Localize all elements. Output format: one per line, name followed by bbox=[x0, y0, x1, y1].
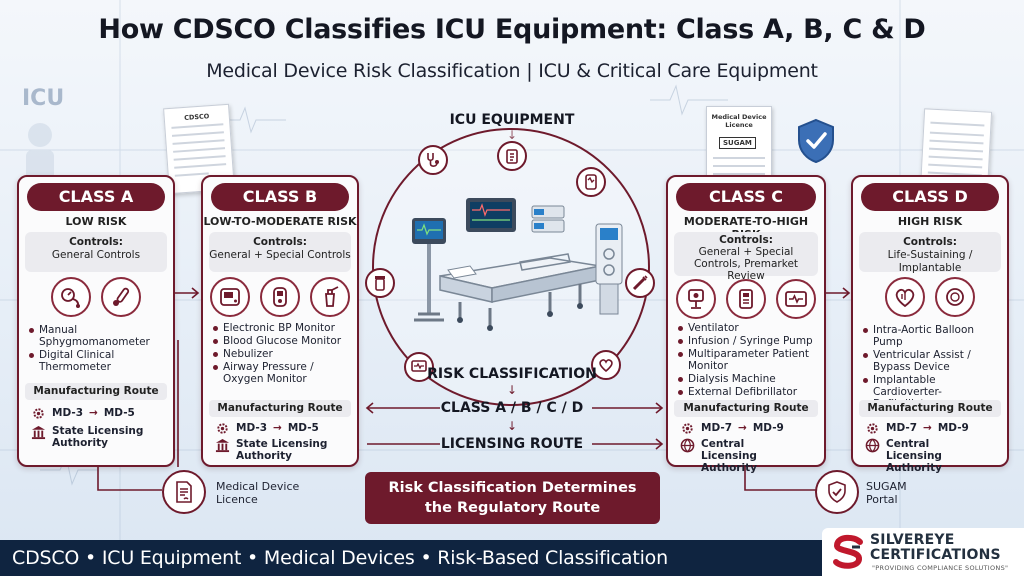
silvereye-logo: SILVEREYE CERTIFICATIONS "PROVIDING COMP… bbox=[822, 528, 1024, 576]
class-a-route-forms: MD-3→MD-5 bbox=[31, 405, 167, 421]
glucose-meter-icon bbox=[260, 277, 300, 317]
down-arrow-icon: ↓ bbox=[506, 383, 518, 397]
list-item: Multiparameter Patient Monitor bbox=[678, 348, 818, 372]
class-b-risk: LOW-TO-MODERATE RISK bbox=[203, 215, 357, 228]
class-d-route-title: Manufacturing Route bbox=[859, 400, 1001, 417]
class-b-icons bbox=[203, 277, 357, 321]
class-a-icons bbox=[19, 277, 173, 321]
patient-monitor-icon bbox=[776, 279, 816, 319]
list-item: Digital Clinical Thermometer bbox=[29, 349, 167, 373]
class-a-items: Manual Sphygmomanometer Digital Clinical… bbox=[29, 324, 167, 374]
list-item: Manual Sphygmomanometer bbox=[29, 324, 167, 348]
gear-icon bbox=[217, 422, 228, 434]
building-icon bbox=[31, 425, 46, 440]
class-a-card: CLASS A LOW RISK Controls:General Contro… bbox=[17, 175, 175, 467]
class-d-icons bbox=[853, 277, 1007, 321]
class-d-header: CLASS D bbox=[861, 183, 999, 211]
class-c-items: Ventilator Infusion / Syringe Pump Multi… bbox=[678, 322, 818, 399]
thermometer-icon bbox=[101, 277, 141, 317]
sugam-label: SUGAM Portal bbox=[866, 480, 907, 506]
infusion-device-icon bbox=[576, 167, 606, 197]
syringe-icon bbox=[625, 268, 655, 298]
infusion-pump-icon bbox=[726, 279, 766, 319]
gear-icon bbox=[682, 422, 693, 434]
list-item: Infusion / Syringe Pump bbox=[678, 335, 818, 347]
pill-bottle-icon bbox=[365, 268, 395, 298]
licence-document: Medical Device Licence SUGAM bbox=[706, 106, 772, 186]
regulatory-route-banner: Risk Classification Determines the Regul… bbox=[365, 472, 660, 524]
class-a-route-title: Manufacturing Route bbox=[25, 383, 167, 400]
down-arrow-icon: ↓ bbox=[506, 419, 518, 433]
licence-label: Medical Device Licence bbox=[216, 480, 300, 506]
ecg-monitor-icon bbox=[404, 352, 434, 382]
bp-monitor-icon bbox=[210, 277, 250, 317]
class-a-authority: State Licensing Authority bbox=[31, 425, 167, 451]
class-b-items: Electronic BP Monitor Blood Glucose Moni… bbox=[213, 322, 351, 386]
silvereye-logo-icon bbox=[833, 534, 863, 569]
logo-tagline: "PROVIDING COMPLIANCE SOLUTIONS" bbox=[872, 564, 1009, 572]
class-c-route-title: Manufacturing Route bbox=[674, 400, 818, 417]
class-c-icons bbox=[668, 279, 824, 323]
clipboard-icon bbox=[497, 141, 527, 171]
class-d-authority: Central Licensing Authority bbox=[865, 438, 1001, 474]
class-a-header: CLASS A bbox=[27, 183, 165, 211]
pacemaker-icon bbox=[935, 277, 975, 317]
class-d-card: CLASS D HIGH RISK Controls:Life-Sustaini… bbox=[851, 175, 1009, 474]
list-item: Intra-Aortic Balloon Pump bbox=[863, 324, 1001, 348]
class-c-authority: Central Licensing Authority bbox=[680, 438, 818, 474]
class-b-controls: Controls:General + Special Controls bbox=[209, 232, 351, 272]
class-b-route-forms: MD-3→MD-5 bbox=[215, 420, 351, 436]
class-b-card: CLASS B LOW-TO-MODERATE RISK Controls:Ge… bbox=[201, 175, 359, 467]
logo-name: SILVEREYE CERTIFICATIONS bbox=[870, 532, 1001, 563]
class-d-controls: Controls:Life-Sustaining / Implantable bbox=[859, 232, 1001, 274]
class-d-risk: HIGH RISK bbox=[897, 215, 963, 228]
icu-bed-illustration bbox=[412, 198, 623, 331]
class-list-label: CLASS A / B / C / D bbox=[440, 400, 584, 416]
licensing-route-label: LICENSING ROUTE bbox=[440, 436, 584, 452]
building-icon bbox=[215, 438, 230, 453]
bp-cuff-icon bbox=[51, 277, 91, 317]
class-c-route-forms: MD-7→MD-9 bbox=[680, 420, 818, 436]
heart-icon bbox=[885, 277, 925, 317]
class-b-authority: State Licensing Authority bbox=[215, 438, 351, 464]
list-item: Nebulizer bbox=[213, 348, 351, 360]
ventilator-icon bbox=[676, 279, 716, 319]
shield-check-icon bbox=[798, 118, 834, 164]
list-item: Electronic BP Monitor bbox=[213, 322, 351, 334]
list-item: Blood Glucose Monitor bbox=[213, 335, 351, 347]
class-d-items: Intra-Aortic Balloon Pump Ventricular As… bbox=[863, 324, 1001, 411]
list-item: Airway Pressure / Oxygen Monitor bbox=[213, 361, 351, 385]
class-b-header: CLASS B bbox=[211, 183, 349, 211]
class-c-controls: Controls:General + Special Controls, Pre… bbox=[674, 232, 818, 282]
class-b-route-title: Manufacturing Route bbox=[209, 400, 351, 417]
sugam-stamp: SUGAM bbox=[719, 137, 756, 149]
list-item: Ventricular Assist / Bypass Device bbox=[863, 349, 1001, 373]
footer-text: CDSCO • ICU Equipment • Medical Devices … bbox=[12, 547, 668, 569]
globe-icon bbox=[680, 438, 695, 453]
gear-icon bbox=[33, 407, 44, 419]
gear-icon bbox=[867, 422, 878, 434]
page-subtitle: Medical Device Risk Classification | ICU… bbox=[206, 60, 818, 82]
class-c-card: CLASS C MODERATE-TO-HIGH RISK Controls:G… bbox=[666, 175, 826, 474]
class-c-header: CLASS C bbox=[676, 183, 816, 211]
stethoscope-icon bbox=[418, 145, 448, 175]
list-item: Ventilator bbox=[678, 322, 818, 334]
class-d-route-forms: MD-7→MD-9 bbox=[865, 420, 1001, 436]
risk-classification-label: RISK CLASSIFICATION bbox=[427, 366, 597, 382]
class-a-risk: LOW RISK bbox=[65, 215, 127, 228]
list-item: Dialysis Machine bbox=[678, 373, 818, 385]
nebulizer-icon bbox=[310, 277, 350, 317]
class-a-controls: Controls:General Controls bbox=[25, 232, 167, 272]
heart-monitor-icon bbox=[591, 350, 621, 380]
licence-document-icon bbox=[162, 470, 206, 514]
list-item: External Defibrillator bbox=[678, 386, 818, 398]
sugam-shield-icon bbox=[815, 470, 859, 514]
icu-equipment-label: ICU EQUIPMENT bbox=[449, 112, 575, 128]
globe-icon bbox=[865, 438, 880, 453]
icu-watermark: ICU bbox=[22, 86, 65, 111]
page-title: How CDSCO Classifies ICU Equipment: Clas… bbox=[98, 14, 926, 45]
